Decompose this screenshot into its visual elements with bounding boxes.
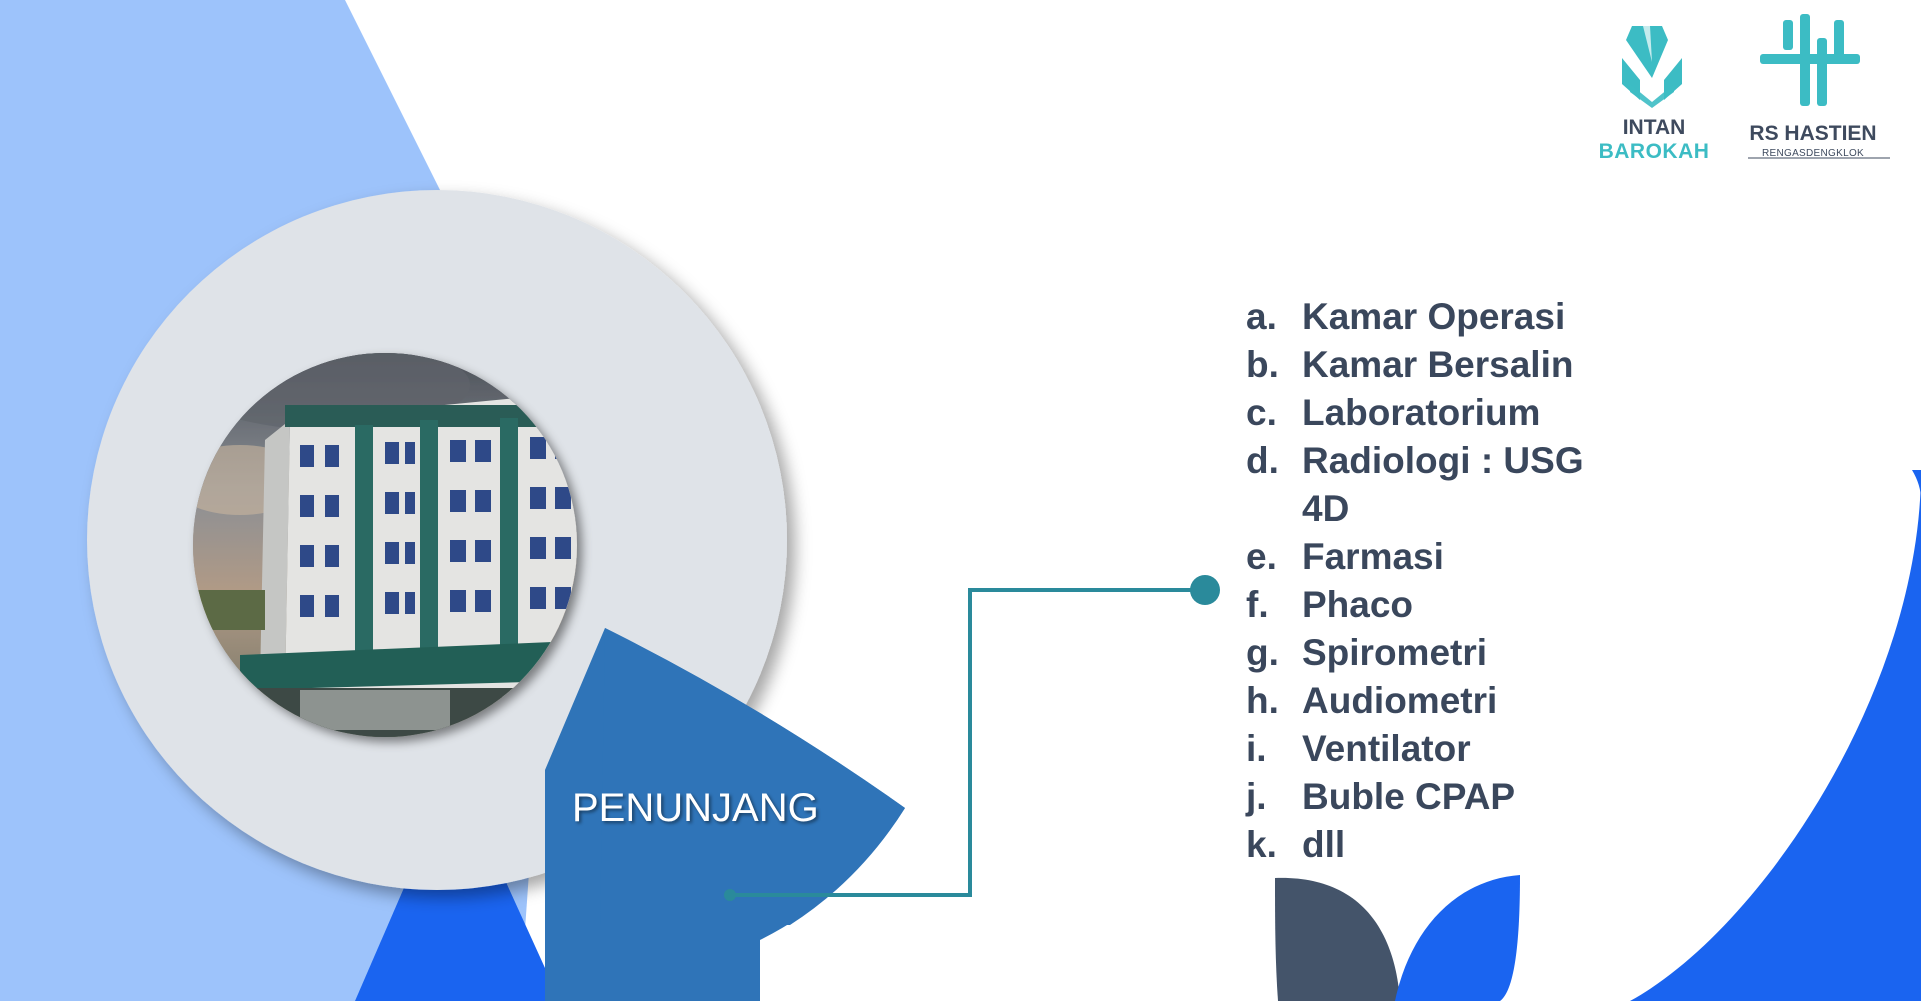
list-item: e. Farmasi xyxy=(1246,533,1706,581)
list-item: k. dll xyxy=(1246,821,1706,869)
list-item-label: Laboratorium xyxy=(1302,392,1541,433)
list-marker: d. xyxy=(1246,440,1279,481)
intan-barokah-logo-icon xyxy=(1622,26,1682,108)
list-item: d. Radiologi : USG 4D xyxy=(1246,437,1706,533)
list-marker: g. xyxy=(1246,632,1279,673)
list-item-label: Kamar Operasi xyxy=(1302,296,1566,337)
list-item-label: Radiologi : USG 4D xyxy=(1302,440,1584,529)
list-item: b. Kamar Bersalin xyxy=(1246,341,1706,389)
hospital-building-photo xyxy=(193,353,577,737)
section-label-penunjang: PENUNJANG xyxy=(572,786,819,830)
blue-leaf-shape xyxy=(1395,875,1520,1001)
list-item-label: Ventilator xyxy=(1302,728,1471,769)
rs-hastien-logo-line2: RENGASDENGKLOK xyxy=(1761,148,1864,159)
list-item: g. Spirometri xyxy=(1246,629,1706,677)
right-edge-blue-line xyxy=(1912,470,1921,500)
list-item-label: Kamar Bersalin xyxy=(1302,344,1574,385)
list-marker: j. xyxy=(1246,776,1267,817)
connector-start-dot xyxy=(724,889,736,901)
list-marker: a. xyxy=(1246,296,1277,337)
list-item: h. Audiometri xyxy=(1246,677,1706,725)
dark-leaf-shape xyxy=(1275,877,1400,1001)
list-item-label: Spirometri xyxy=(1302,632,1488,673)
list-item: c. Laboratorium xyxy=(1246,389,1706,437)
list-item: a. Kamar Operasi xyxy=(1246,293,1706,341)
list-item-label: Phaco xyxy=(1302,584,1414,625)
connector-end-dot xyxy=(1190,575,1220,605)
list-marker: c. xyxy=(1246,392,1277,433)
list-item-label: Audiometri xyxy=(1302,680,1498,721)
list-marker: k. xyxy=(1246,824,1277,865)
list-item: f. Phaco xyxy=(1246,581,1706,629)
blue-sector-upper xyxy=(600,628,905,925)
services-list: a. Kamar Operasi b. Kamar Bersalin c. La… xyxy=(1246,293,1706,869)
list-item-label: Farmasi xyxy=(1302,536,1444,577)
bright-blue-shape-right xyxy=(1630,470,1921,1001)
intan-barokah-logo-line2: BAROKAH xyxy=(1598,140,1710,163)
list-marker: h. xyxy=(1246,680,1279,721)
rs-hastien-logo-line1: RS HASTIEN xyxy=(1749,122,1877,145)
list-marker: e. xyxy=(1246,536,1277,577)
list-item-label: dll xyxy=(1302,824,1346,865)
list-marker: f. xyxy=(1246,584,1269,625)
intan-barokah-logo-line1: INTAN xyxy=(1622,116,1686,139)
list-marker: i. xyxy=(1246,728,1267,769)
rs-hastien-logo-icon xyxy=(1760,14,1860,106)
list-marker: b. xyxy=(1246,344,1279,385)
list-item-label: Buble CPAP xyxy=(1302,776,1516,817)
list-item: j. Buble CPAP xyxy=(1246,773,1706,821)
connector-line xyxy=(730,588,1205,897)
list-item: i. Ventilator xyxy=(1246,725,1706,773)
